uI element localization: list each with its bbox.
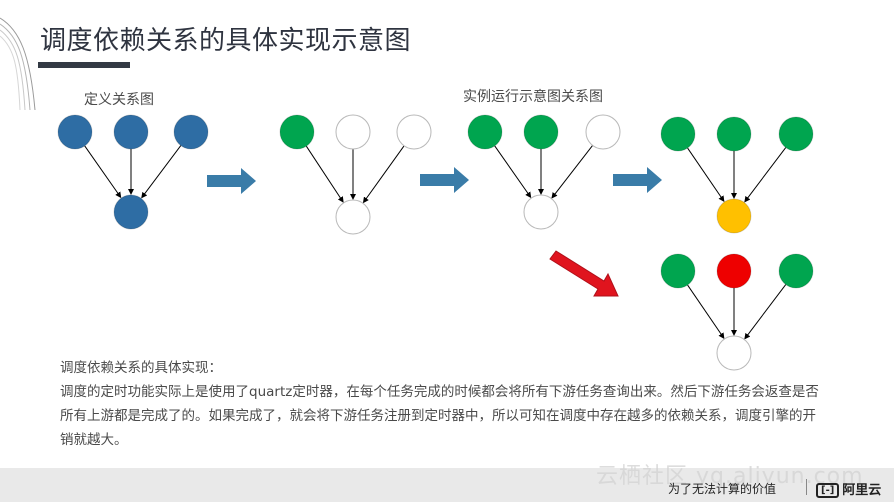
dependency-edge bbox=[84, 145, 122, 199]
downstream-node-defined bbox=[113, 194, 149, 230]
upstream-node-done bbox=[279, 114, 315, 150]
title-underline bbox=[38, 62, 130, 68]
aliyun-logo-text: 阿里云 bbox=[842, 483, 882, 498]
upstream-node-pending bbox=[396, 114, 432, 150]
page-title: 调度依赖关系的具体实现示意图 bbox=[40, 26, 412, 56]
dependency-edge bbox=[305, 145, 344, 203]
footer-slogan: 为了无法计算的价值 bbox=[668, 482, 777, 496]
upstream-node-defined bbox=[57, 114, 93, 150]
upstream-node-defined bbox=[113, 114, 149, 150]
flow-arrow-1 bbox=[207, 168, 256, 194]
dependency-edge bbox=[362, 145, 405, 204]
upstream-node-pending bbox=[335, 114, 371, 150]
dependency-edge bbox=[744, 147, 787, 203]
dependency-edge bbox=[551, 145, 593, 199]
upstream-node-done bbox=[523, 114, 559, 150]
downstream-node-pending bbox=[716, 335, 752, 371]
flow-arrow-2 bbox=[420, 167, 469, 193]
upstream-node-done bbox=[778, 116, 814, 152]
flow-arrow-3 bbox=[613, 167, 662, 193]
failure-arrow bbox=[549, 250, 619, 297]
definition-label: 定义关系图 bbox=[84, 92, 154, 108]
upstream-node-pending bbox=[585, 114, 621, 150]
decorative-curves bbox=[0, 17, 36, 110]
description-heading: 调度依赖关系的具体实现： bbox=[60, 360, 222, 376]
upstream-node-done bbox=[660, 253, 696, 289]
tree-instance-2 bbox=[467, 114, 621, 230]
tree-instance-1 bbox=[279, 114, 432, 235]
tree-instance-4 bbox=[660, 253, 814, 371]
downstream-node-pending bbox=[523, 194, 559, 230]
downstream-node-running bbox=[716, 198, 752, 234]
tree-definition bbox=[57, 114, 209, 230]
footer-bar bbox=[0, 468, 894, 502]
dependency-edge bbox=[687, 147, 725, 202]
upstream-node-failed bbox=[716, 253, 752, 289]
upstream-node-done bbox=[660, 116, 696, 152]
footer-separator bbox=[806, 479, 807, 495]
dependency-edge bbox=[141, 145, 182, 199]
aliyun-logo-icon: [-] bbox=[816, 483, 840, 498]
upstream-node-done bbox=[778, 253, 814, 289]
dependency-edge bbox=[744, 284, 787, 340]
tree-instance-3 bbox=[660, 116, 814, 234]
upstream-node-done bbox=[467, 114, 503, 150]
upstream-node-defined bbox=[173, 114, 209, 150]
instance-label: 实例运行示意图关系图 bbox=[463, 89, 603, 105]
dependency-edge bbox=[494, 145, 532, 199]
upstream-node-done bbox=[716, 116, 752, 152]
downstream-node-pending bbox=[335, 199, 371, 235]
aliyun-logo: [-]阿里云 bbox=[816, 479, 881, 498]
description: 调度依赖关系的具体实现： 调度的定时功能实际上是使用了quartz定时器，在每个… bbox=[60, 356, 820, 452]
dependency-diagram bbox=[57, 114, 814, 371]
description-body: 调度的定时功能实际上是使用了quartz定时器，在每个任务完成的时候都会将所有下… bbox=[60, 384, 819, 448]
dependency-edge bbox=[687, 284, 725, 339]
